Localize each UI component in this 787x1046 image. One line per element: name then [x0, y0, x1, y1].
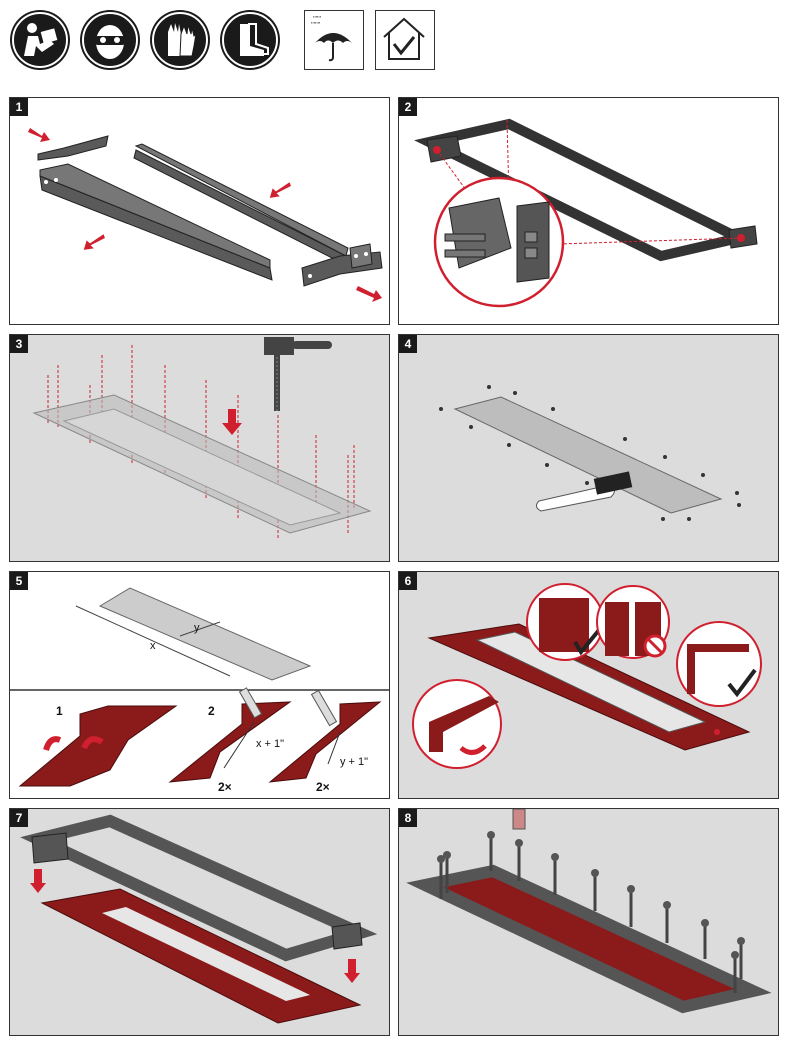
times-two-label-a: 2× — [218, 780, 232, 794]
rain-umbrella-icon: ''''''''''''' — [304, 10, 364, 70]
safety-goggles-icon — [80, 10, 140, 70]
frame-bolting-illustration — [414, 118, 758, 308]
step-number: 3 — [10, 335, 28, 353]
cutout-cleaning-illustration — [439, 385, 741, 521]
times-two-label-b: 2× — [316, 780, 330, 794]
step-number: 8 — [399, 809, 417, 827]
step-number: 1 — [10, 98, 28, 116]
svg-text:''''''': ''''''' — [311, 22, 320, 29]
screw-fastening-illustration — [406, 809, 772, 1014]
frame-on-membrane-illustration — [20, 814, 378, 1024]
step-8-panel: 8 — [398, 808, 779, 1036]
dimension-y-label: y — [194, 622, 200, 634]
step-4-panel: 4 — [398, 334, 779, 562]
step-number: 6 — [399, 572, 417, 590]
step-number: 2 — [399, 98, 417, 116]
dimension-x-label: x — [150, 640, 156, 652]
substep-2-label: 2 — [208, 704, 215, 718]
step-1-panel: 1 — [9, 97, 390, 325]
substep-1-label: 1 — [56, 704, 63, 718]
cut-y-label: y + 1" — [340, 756, 369, 768]
step-5-panel: 5 x y 1 2 x + 1" y + 1" 2× 2× — [9, 571, 390, 799]
gloves-icon — [150, 10, 210, 70]
step-3-panel: 3 — [9, 334, 390, 562]
step-7-panel: 7 — [9, 808, 390, 1036]
cut-x-label: x + 1" — [256, 738, 285, 750]
svg-text:'''''': '''''' — [313, 16, 321, 23]
step-2-panel: 2 — [398, 97, 779, 325]
step-number: 4 — [399, 335, 417, 353]
step-6-panel: 6 — [398, 571, 779, 799]
frame-parts-illustration — [28, 128, 383, 302]
step-number: 5 — [10, 572, 28, 590]
membrane-placement-illustration — [412, 583, 762, 769]
drilling-template-illustration — [32, 337, 372, 540]
house-check-icon — [375, 10, 435, 70]
measure-and-cut-illustration — [10, 587, 389, 787]
step-number: 7 — [10, 809, 28, 827]
read-manual-icon — [10, 10, 70, 70]
safety-boots-icon — [220, 10, 280, 70]
